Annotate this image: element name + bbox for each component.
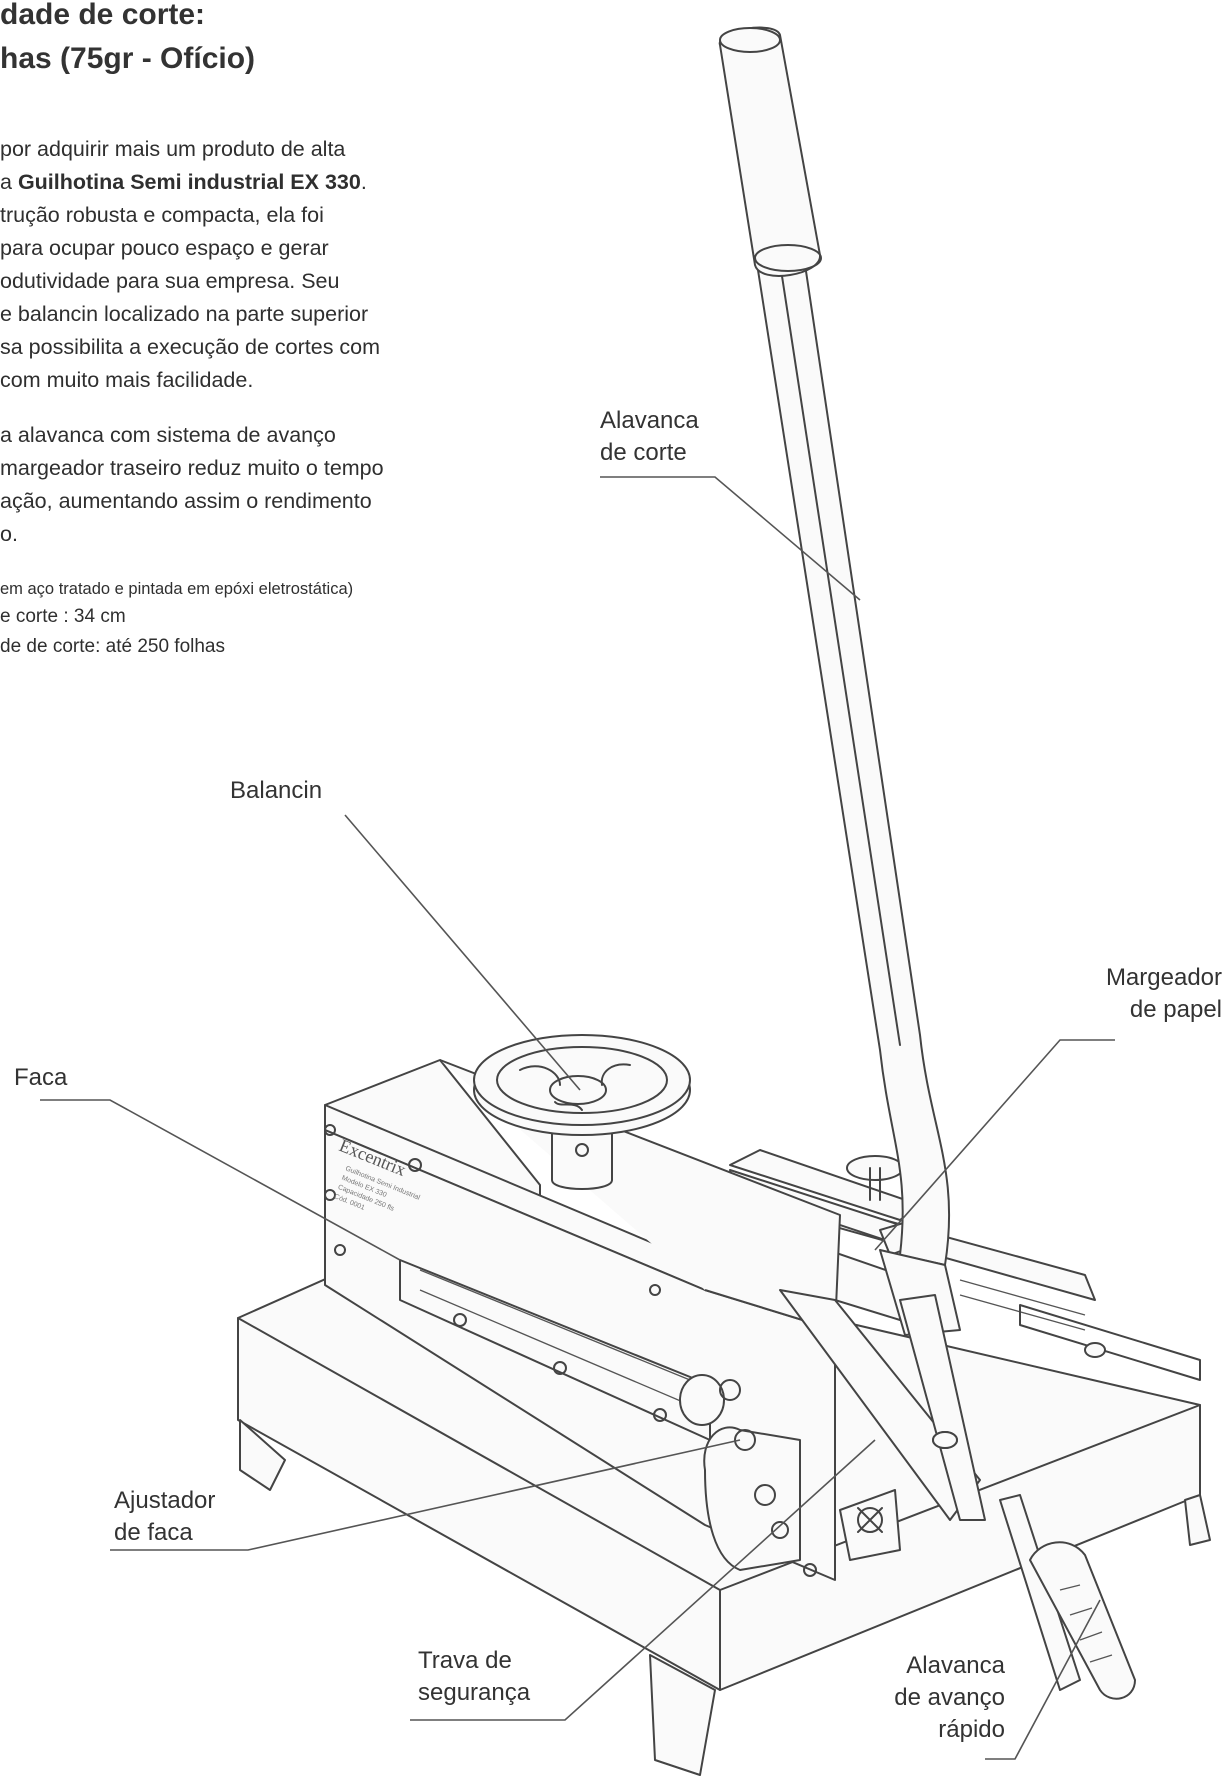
- product-name: Guilhotina Semi industrial EX 330: [17, 170, 361, 194]
- spec-cut-capacity: de de corte: até 250 folhas: [0, 636, 225, 657]
- label-line: Faca: [14, 1064, 68, 1091]
- description-line-prefix: a: [0, 170, 18, 194]
- label-line: Alavanca: [906, 1652, 1005, 1679]
- description-line: para ocupar pouco espaço e gerar: [0, 236, 329, 260]
- leader-alavanca-corte: [600, 476, 861, 601]
- leader-balancin: [344, 814, 581, 1091]
- label-line: de avanço: [894, 1684, 1005, 1711]
- balancin-wheel: [473, 1034, 691, 1190]
- spec-cut-width: e corte : 34 cm: [0, 606, 126, 627]
- label-trava: Trava de segurança: [418, 1645, 530, 1709]
- knife-adjuster: [679, 1374, 801, 1571]
- label-line: Margeador: [1105, 964, 1222, 991]
- label-line: de faca: [114, 1519, 193, 1546]
- description-line-product: a Guilhotina Semi industrial EX 330.: [0, 166, 384, 199]
- product-description: por adquirir mais um produto de alta a G…: [0, 133, 384, 660]
- label-line: Alavanca: [600, 407, 699, 434]
- page-title-line-2: has (75gr - Ofício): [0, 42, 256, 75]
- label-line: Trava de: [418, 1647, 512, 1674]
- description-line: odutividade para sua empresa. Seu: [0, 269, 340, 293]
- label-line: de papel: [1129, 996, 1222, 1023]
- description-line: e balancin localizado na parte superior: [0, 302, 369, 326]
- safety-lock: [839, 1489, 901, 1561]
- label-avanco: Alavanca de avanço rápido: [840, 1650, 1005, 1746]
- description-line-2: margeador traseiro reduz muito o tempo: [0, 456, 384, 480]
- spec-material: em aço tratado e pintada em epóxi eletro…: [0, 580, 354, 598]
- description-line-2: o.: [0, 522, 18, 546]
- description-line-2: a alavanca com sistema de avanço: [0, 423, 336, 447]
- label-ajustador: Ajustador de faca: [114, 1485, 215, 1549]
- page-title-line-1: dade de corte:: [0, 0, 206, 31]
- leader-trava: [410, 1439, 876, 1721]
- description-line: sa possibilita a execução de cortes com: [0, 335, 381, 359]
- description-line: trução robusta e compacta, ela foi: [0, 203, 324, 227]
- label-line: Balancin: [230, 777, 323, 804]
- label-balancin: Balancin: [230, 775, 322, 807]
- label-line: Ajustador: [114, 1487, 216, 1514]
- label-margeador: Margeador de papel: [1060, 962, 1222, 1026]
- leader-faca: [40, 1099, 401, 1261]
- description-line: com muito mais facilidade.: [0, 368, 254, 392]
- description-line-2: ação, aumentando assim o rendimento: [0, 489, 372, 513]
- leader-margeador: [874, 1039, 1115, 1251]
- description-line-suffix: .: [360, 170, 367, 194]
- label-line: segurança: [418, 1679, 531, 1706]
- label-line: de corte: [600, 439, 687, 466]
- leader-lines: [40, 476, 1115, 1760]
- description-line: por adquirir mais um produto de alta: [0, 137, 346, 161]
- quick-advance-lever: [932, 1342, 1136, 1700]
- label-faca: Faca: [14, 1062, 67, 1094]
- leader-avanco: [985, 1599, 1101, 1760]
- leader-ajustador: [110, 1439, 741, 1551]
- label-line: rápido: [938, 1716, 1005, 1743]
- label-alavanca-corte: Alavanca de corte: [600, 405, 699, 469]
